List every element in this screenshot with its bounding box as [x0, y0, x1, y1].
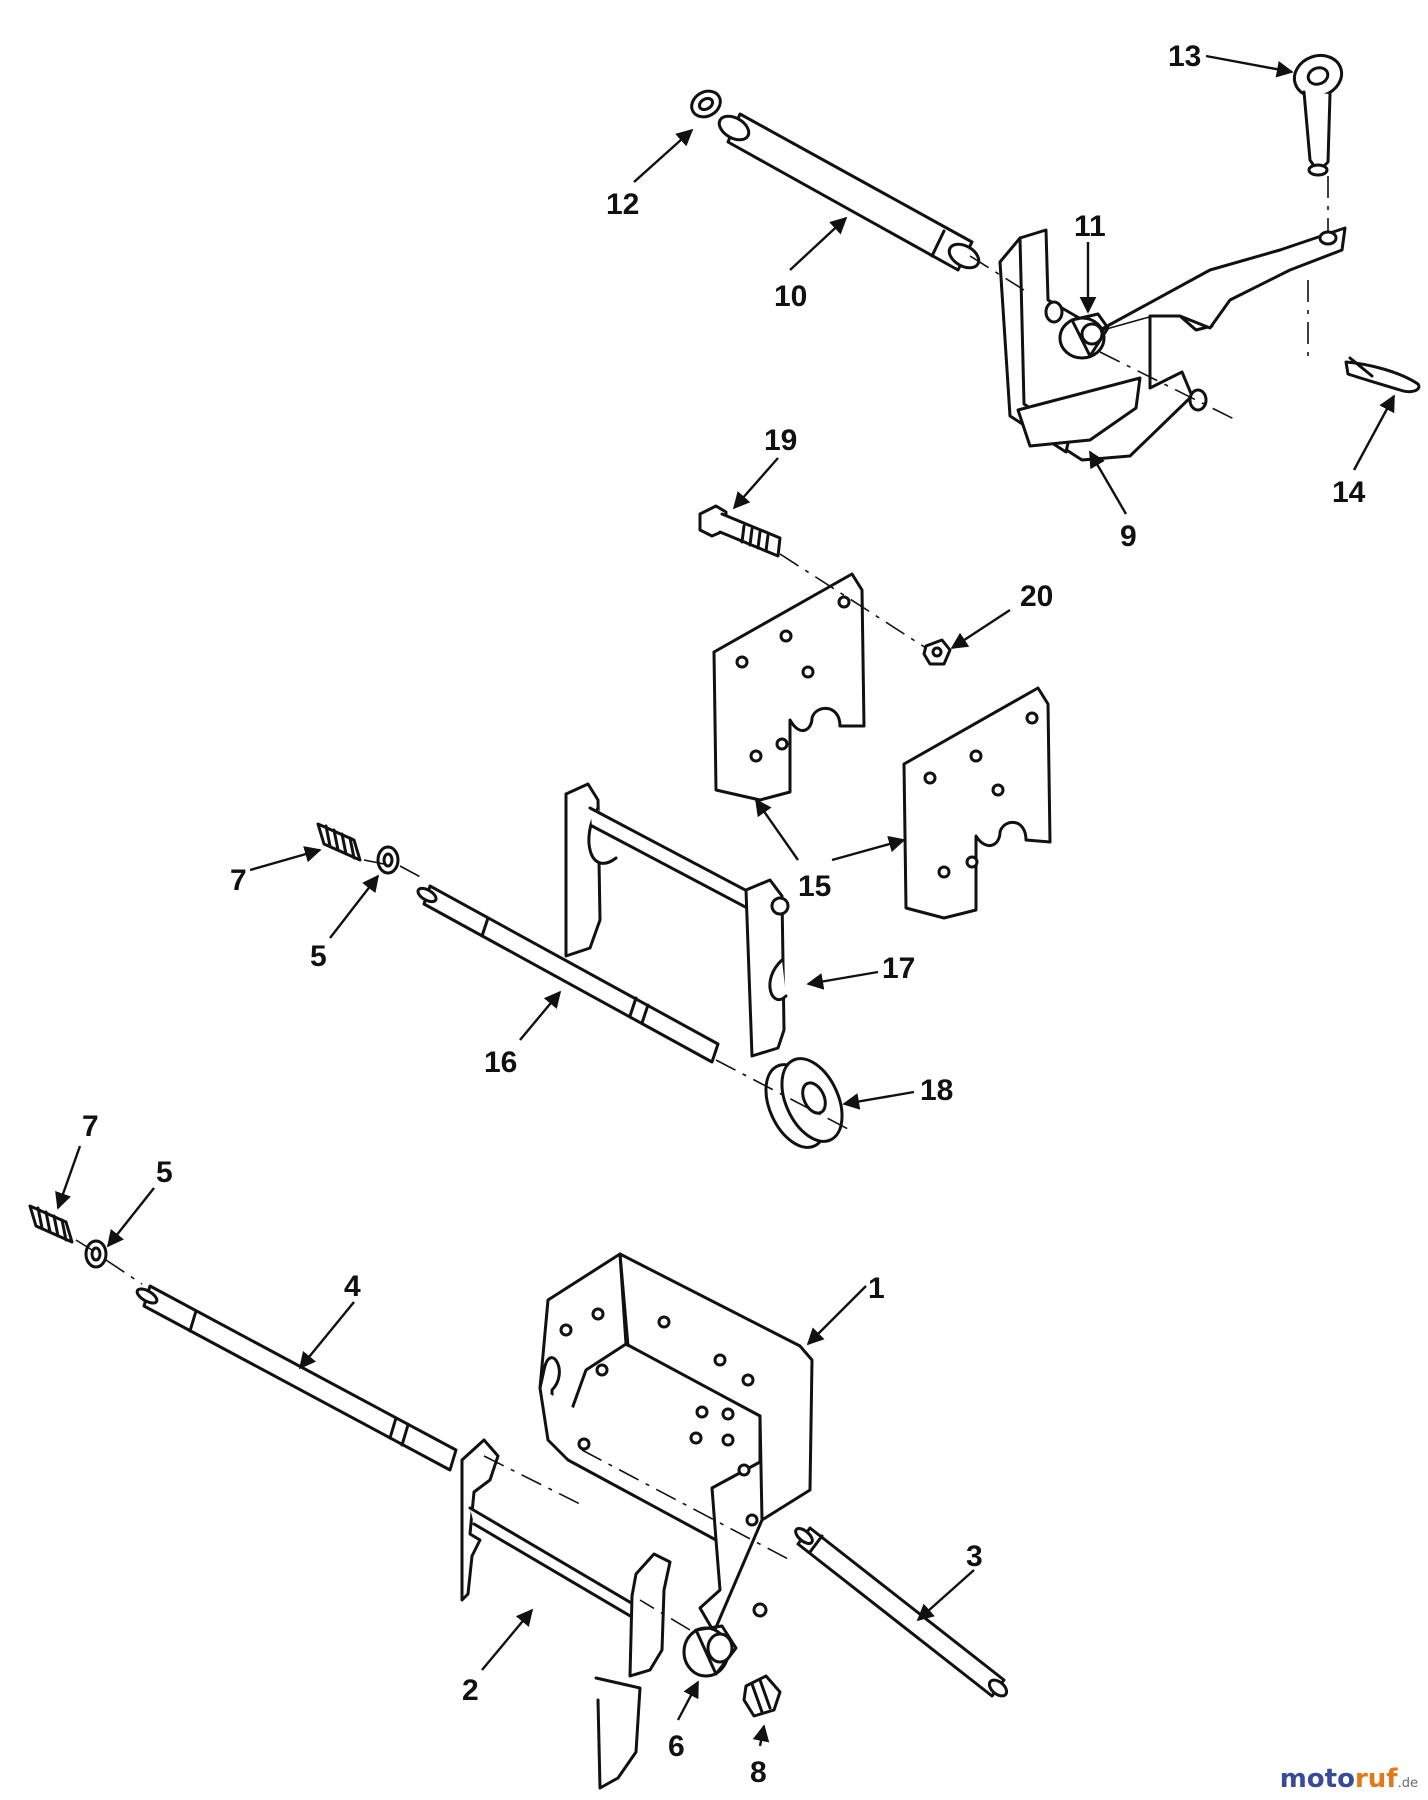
- callout-14: 14: [1332, 476, 1366, 509]
- callout-7-lower: 7: [82, 1110, 99, 1143]
- part-8-cap: [742, 1674, 782, 1718]
- watermark-part1: moto: [1279, 1764, 1355, 1794]
- callout-4: 4: [344, 1270, 361, 1303]
- callout-16: 16: [484, 1046, 517, 1079]
- part-9-hitch-bracket: [998, 226, 1347, 462]
- callout-18: 18: [920, 1074, 953, 1107]
- callout-5-upper: 5: [310, 940, 327, 973]
- part-17-yoke: [564, 782, 790, 1058]
- watermark-suffix: .de: [1397, 1776, 1418, 1791]
- watermark-logo: motoruf.de: [1280, 1764, 1418, 1794]
- part-14-hairpin-clip: [1344, 356, 1421, 394]
- callout-19: 19: [764, 424, 797, 457]
- callout-7-upper: 7: [230, 864, 247, 897]
- callout-20: 20: [1020, 580, 1053, 613]
- callout-13: 13: [1168, 40, 1201, 73]
- callout-9: 9: [1120, 520, 1137, 553]
- callout-12: 12: [606, 188, 639, 221]
- callout-5-lower: 5: [156, 1156, 173, 1189]
- center-lines: [75, 176, 1329, 1631]
- callout-17: 17: [882, 952, 915, 985]
- callout-2: 2: [462, 1674, 479, 1707]
- part-2-yoke: [460, 1438, 672, 1790]
- callout-8: 8: [750, 1756, 767, 1789]
- callout-11: 11: [1074, 210, 1106, 243]
- callout-10: 10: [774, 280, 807, 313]
- part-18-wheel: [764, 1057, 844, 1149]
- part-12-snap-ring: [690, 89, 722, 119]
- callout-labels: 13 12 11 10 9 14 19 20 15 7 5 17 16 18 7…: [82, 40, 1366, 1789]
- part-4-shaft: [135, 1284, 458, 1472]
- leader-arrows: [55, 54, 1396, 1747]
- part-6-bushing: [682, 1624, 738, 1678]
- part-20-nut: [922, 638, 952, 666]
- part-11-bushing: [1058, 312, 1110, 360]
- callout-15: 15: [798, 870, 831, 903]
- part-5-washer-lower: [84, 1239, 108, 1269]
- part-1-bracket: [538, 1252, 814, 1634]
- part-5-washer-upper: [376, 845, 400, 875]
- part-16-shaft: [416, 884, 720, 1064]
- part-19-bolt: [698, 504, 782, 558]
- watermark-part2: ruf: [1354, 1764, 1398, 1794]
- callout-6: 6: [668, 1730, 685, 1763]
- callout-3: 3: [966, 1540, 983, 1573]
- part-7-spring-upper: [316, 822, 362, 862]
- part-7-spring-lower: [28, 1204, 74, 1244]
- part-15-plate-lower: [902, 686, 1052, 920]
- part-10-pin: [717, 112, 981, 272]
- part-3-pin: [794, 1526, 1009, 1698]
- part-15-plate-upper: [712, 572, 866, 802]
- part-13-hitch-pin: [1292, 53, 1344, 177]
- callout-1: 1: [868, 1272, 885, 1305]
